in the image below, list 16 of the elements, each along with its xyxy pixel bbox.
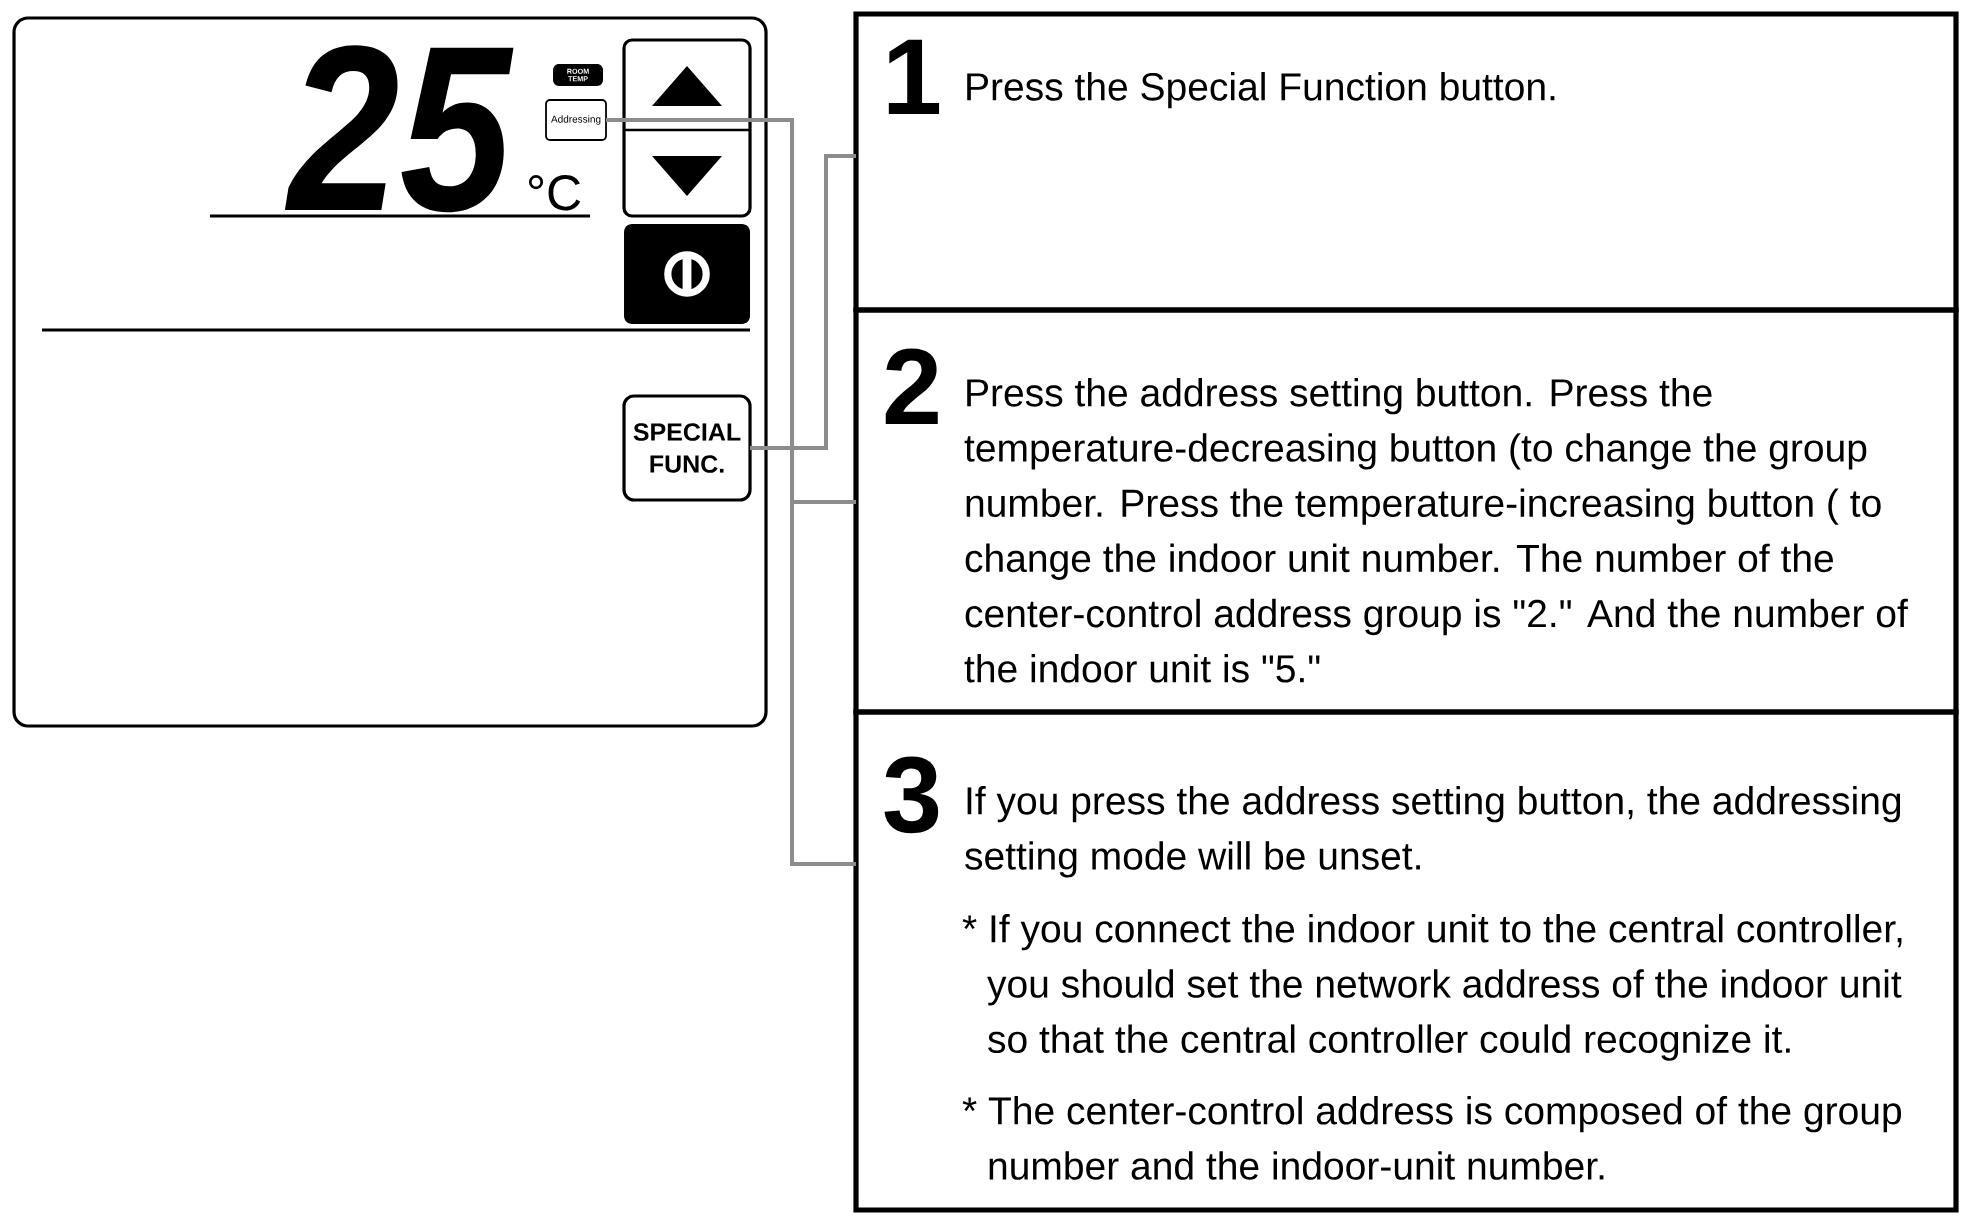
step-number: 2 [885,348,938,424]
unit-label: °C [529,175,581,211]
function-button: SPECIAL FUNC. [622,394,752,502]
step-box [853,307,1959,715]
step-box [853,709,1959,1213]
step-box [853,11,1959,313]
step-number: 1 [888,39,940,114]
leader-line [606,118,856,866]
note-text: * The center-control address is composed of the group number and the indoor-unit number. [962,1096,1902,1180]
step-text: Press the address setting button. Press the temperature-decreasing button (to change the group number. Press the temperature-increasing button ( to change the indoor unit number. The number of the center-control address group is "2." And the number of the indoor unit is "5." [964,378,1908,683]
step-number: 3 [884,756,939,834]
step-text: If you press the address setting button, the addressing setting mode will be unset. [965,786,1901,878]
step-text: Press the Special Function button. [967,72,1555,109]
note-text: * If you connect the indoor unit to the central controller, you should set the network address of the indoor unit so that the central controller could recognize it. [962,914,1902,1061]
temperature-digits: 25 [284,45,514,213]
leader-line [750,154,856,450]
